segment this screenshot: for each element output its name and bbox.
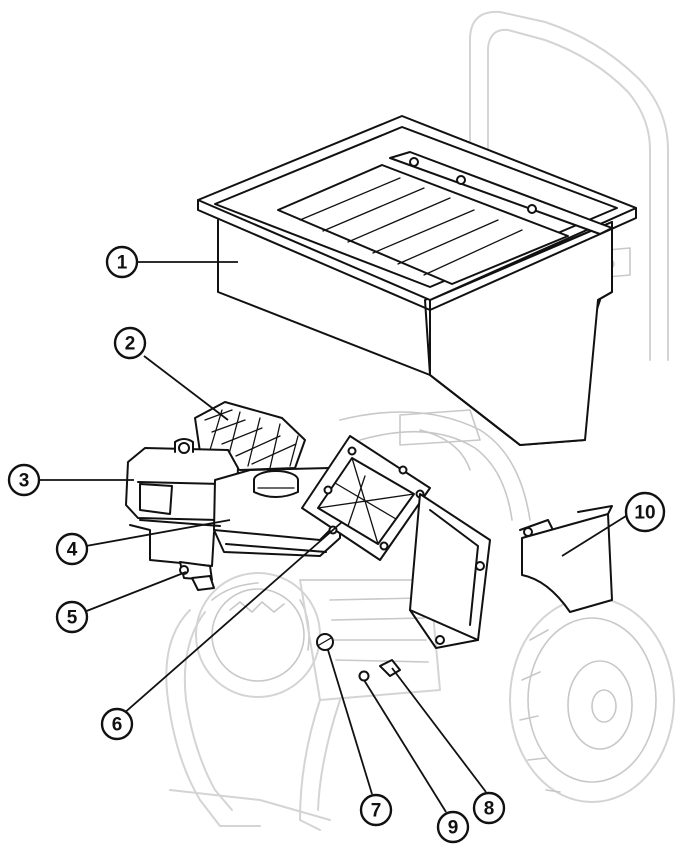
leader-lines bbox=[38, 261, 627, 813]
engine-block bbox=[195, 409, 481, 701]
callout-7: 7 bbox=[359, 793, 393, 827]
leader-9 bbox=[363, 679, 447, 813]
callout-9: 9 bbox=[436, 810, 470, 844]
callout-5: 5 bbox=[55, 600, 89, 634]
svg-text:10: 10 bbox=[634, 503, 655, 524]
hopper bbox=[197, 115, 637, 446]
frame-base bbox=[165, 411, 531, 831]
svg-text:8: 8 bbox=[484, 799, 495, 820]
leader-8 bbox=[391, 667, 487, 793]
callout-4: 4 bbox=[55, 532, 89, 566]
leader-5 bbox=[83, 571, 187, 613]
svg-text:9: 9 bbox=[448, 818, 459, 839]
callout-10: 10 bbox=[624, 491, 666, 533]
callout-6: 6 bbox=[100, 707, 134, 741]
callout-3: 3 bbox=[7, 463, 41, 497]
choke-lever bbox=[179, 561, 215, 591]
callout-8: 8 bbox=[472, 791, 506, 825]
svg-text:5: 5 bbox=[67, 608, 78, 629]
svg-text:4: 4 bbox=[67, 540, 78, 561]
leader-7 bbox=[327, 649, 373, 795]
svg-text:6: 6 bbox=[112, 715, 123, 736]
deflector-guard bbox=[519, 505, 613, 613]
svg-text:1: 1 bbox=[117, 253, 128, 274]
leader-4 bbox=[85, 519, 231, 547]
leader-6 bbox=[113, 521, 343, 723]
callout-1: 1 bbox=[105, 245, 139, 279]
svg-text:2: 2 bbox=[125, 334, 136, 355]
nut-9 bbox=[358, 670, 370, 682]
bolt-7 bbox=[316, 633, 334, 651]
engine-cover bbox=[129, 467, 341, 567]
callout-2: 2 bbox=[113, 326, 147, 360]
svg-text:7: 7 bbox=[371, 801, 382, 822]
leader-2 bbox=[143, 355, 229, 421]
svg-text:3: 3 bbox=[19, 471, 30, 492]
fuel-tank bbox=[125, 438, 239, 521]
wheel-right bbox=[509, 597, 675, 803]
leader-10 bbox=[561, 515, 627, 557]
